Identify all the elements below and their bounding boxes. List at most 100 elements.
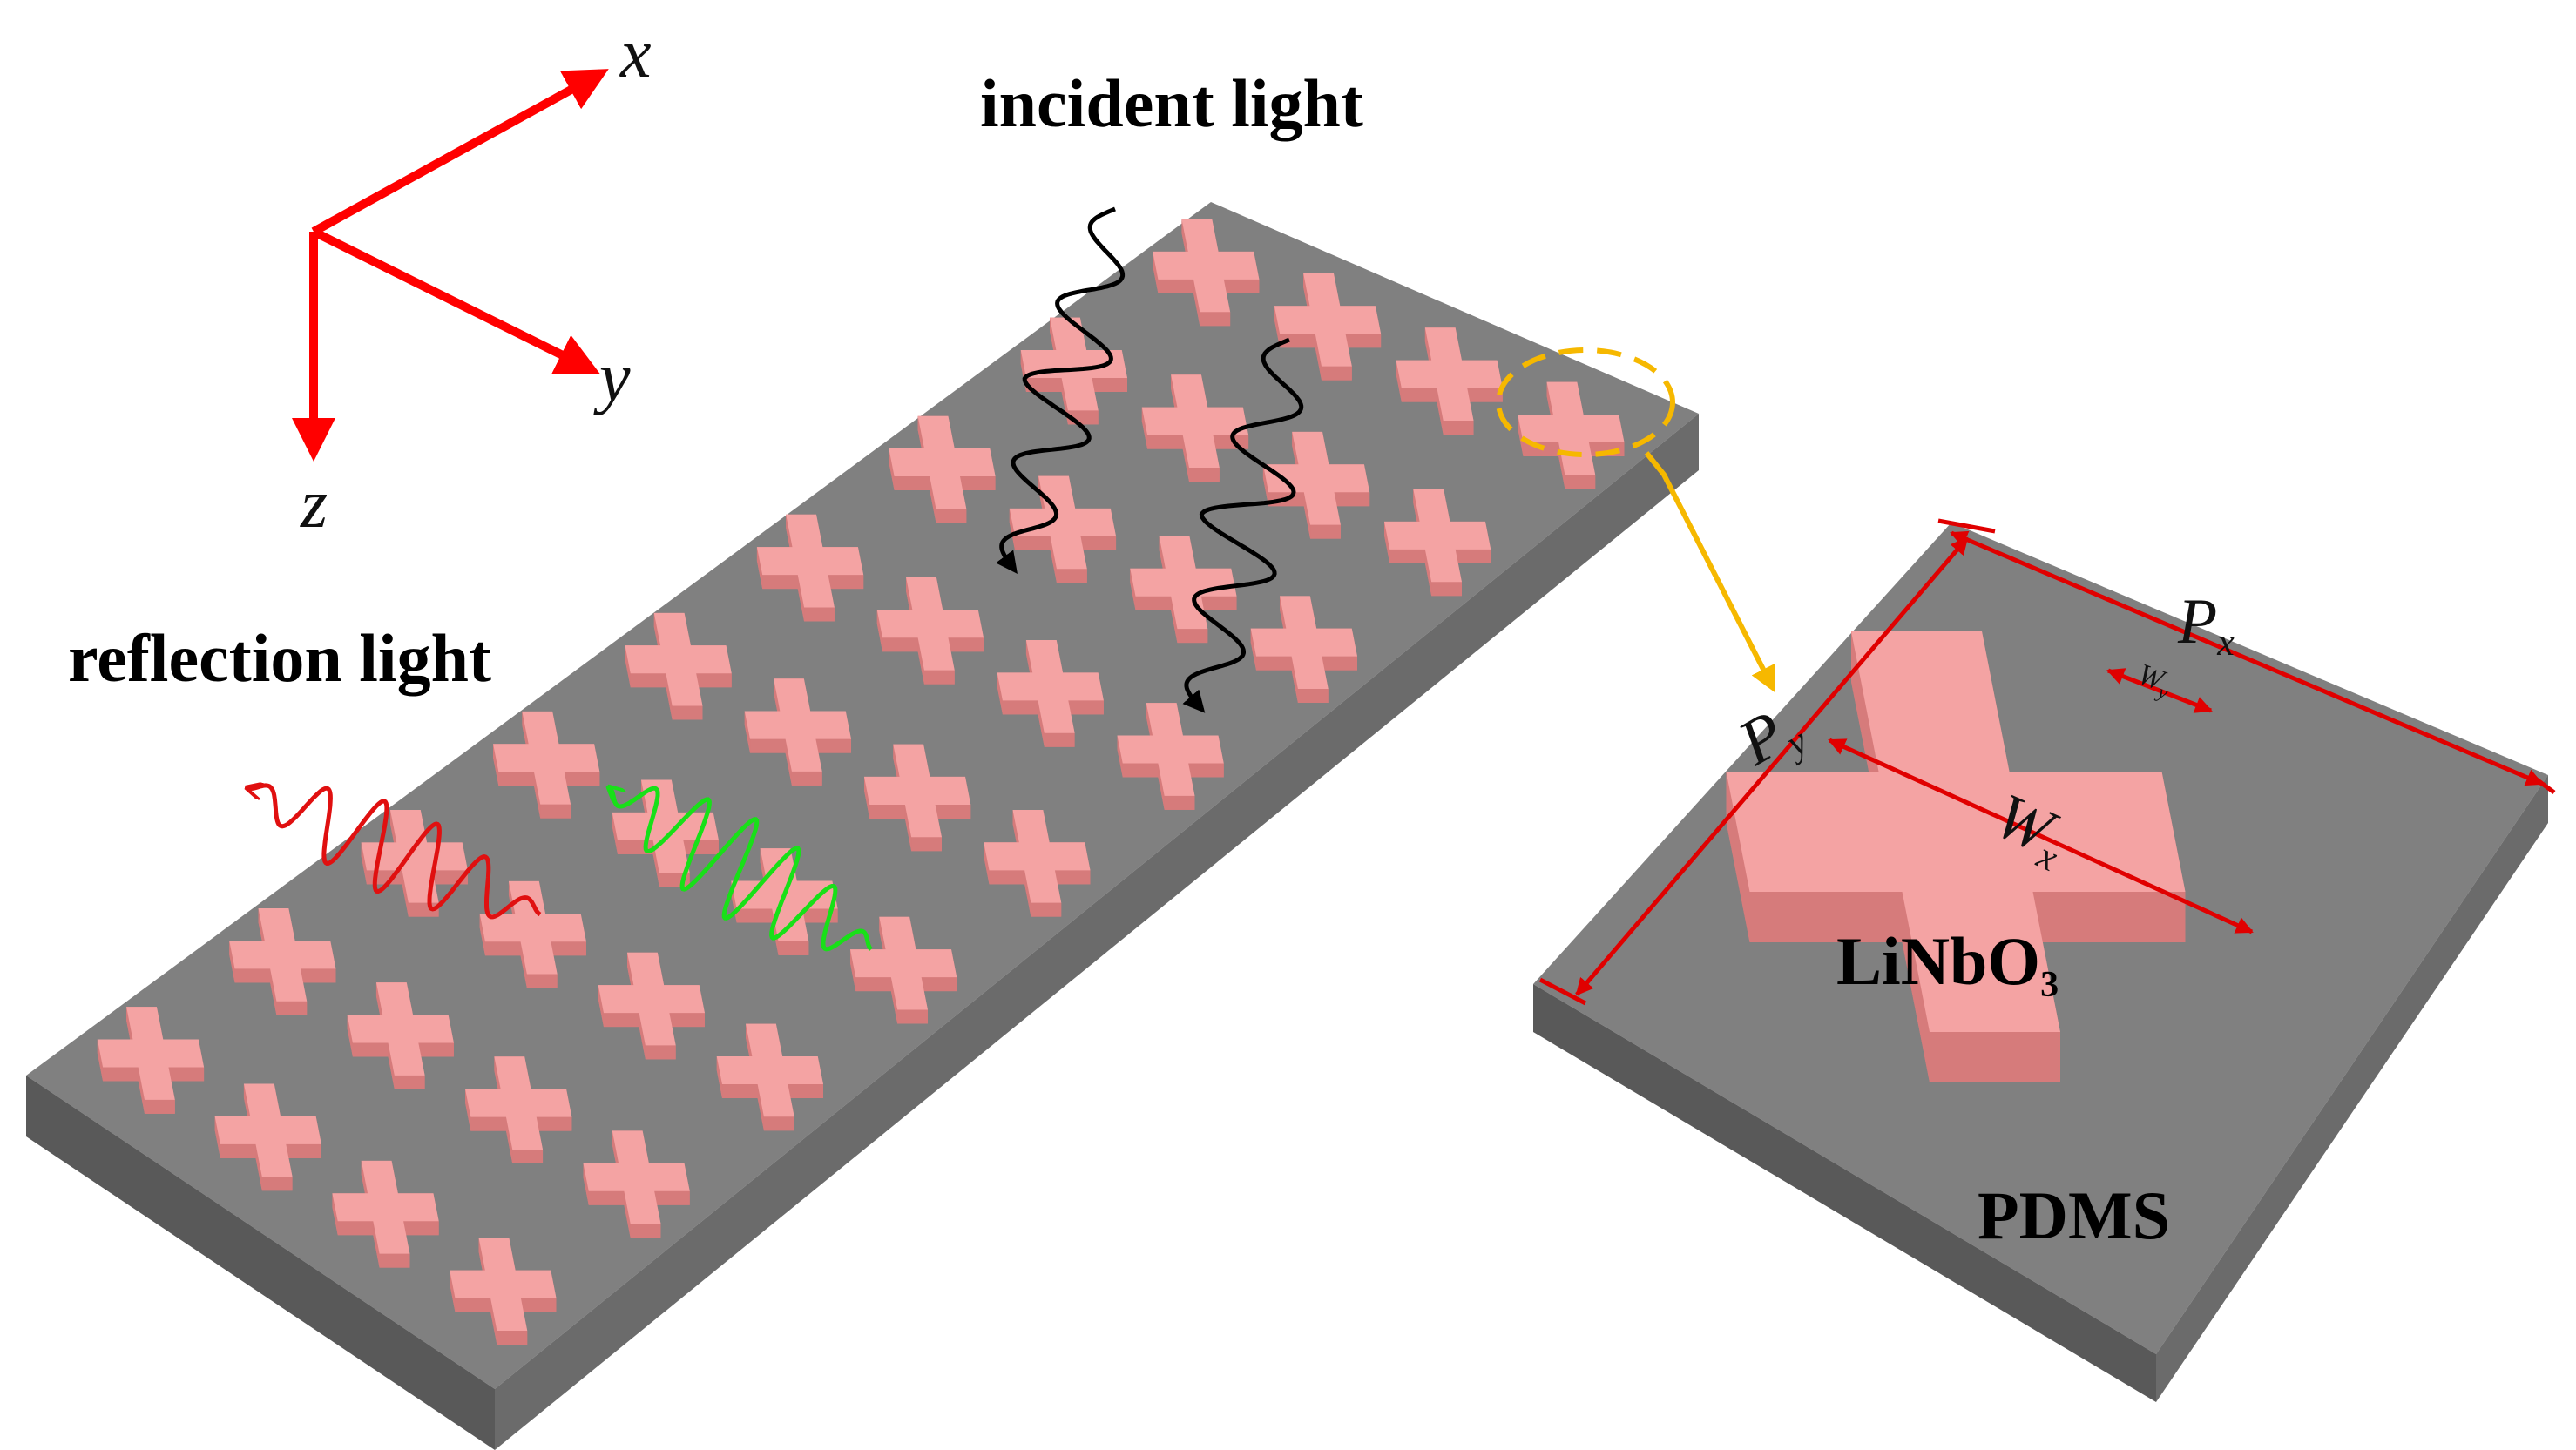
cross-unit-wall xyxy=(630,1224,661,1238)
cross-unit-top xyxy=(214,1083,321,1177)
cross-unit-top xyxy=(849,916,957,1010)
wy-dimension-line xyxy=(2106,668,2213,713)
cross-unit-wall xyxy=(804,607,835,622)
cross-unit xyxy=(1262,431,1370,539)
cross-unit-wall xyxy=(669,1013,705,1028)
cross-unit-top xyxy=(876,577,984,671)
cross-unit xyxy=(1274,273,1382,381)
reflection-wave-red xyxy=(248,786,542,920)
z-axis-label: z xyxy=(300,466,328,543)
cross-unit-top xyxy=(612,779,719,873)
cross-unit-wall xyxy=(1056,569,1087,583)
cross-unit-wall xyxy=(484,941,521,956)
cross-unit-wall xyxy=(1297,689,1329,704)
cross-unit xyxy=(1396,327,1503,435)
cross-unit-top xyxy=(1518,381,1625,475)
linbo3-sub: 3 xyxy=(2040,965,2059,1005)
cross-unit-wall xyxy=(261,1177,293,1191)
unit-cell: Px Py Wx Wy LiNbO3 PDMS xyxy=(1533,518,2556,1402)
cross-unit-wall xyxy=(936,509,967,523)
cross-unit-wall xyxy=(1303,492,1311,539)
reflection-light-label: reflection light xyxy=(68,620,491,696)
cross-unit xyxy=(465,1056,572,1164)
cross-unit-top xyxy=(1262,431,1370,525)
cross-unit-wall xyxy=(1256,656,1292,671)
cross-unit-wall xyxy=(921,977,957,992)
linbo3-label: LiNbO3 xyxy=(1836,923,2059,1005)
cross-unit-top xyxy=(997,640,1104,733)
cross-unit-wall xyxy=(788,1083,824,1098)
cross-unit-wall xyxy=(890,977,898,1024)
cross-unit xyxy=(984,809,1091,917)
cross-unit-wall xyxy=(630,673,666,688)
cross-unit-wall xyxy=(564,772,600,786)
cross-unit xyxy=(1141,374,1249,482)
cross-unit-wall xyxy=(763,1116,794,1131)
cross-unit-wall xyxy=(270,968,277,1015)
px-sub: x xyxy=(2216,621,2235,664)
reflection-waves xyxy=(248,786,873,952)
cross-unit-wall xyxy=(1280,334,1315,348)
cross-unit-wall xyxy=(815,738,852,753)
py-dimension-line xyxy=(1575,536,1969,996)
cross-unit-wall xyxy=(722,1083,758,1098)
cross-unit-wall xyxy=(911,837,942,852)
px-main: P xyxy=(2177,586,2217,658)
cross-unit-wall xyxy=(286,1143,321,1158)
cross-unit xyxy=(863,744,971,852)
cross-unit-top xyxy=(493,711,600,805)
cross-unit-wall xyxy=(1345,334,1382,348)
cross-unit-wall xyxy=(394,1075,425,1089)
cross-unit xyxy=(450,1238,557,1345)
cross-unit-wall xyxy=(757,1083,764,1131)
cross-unit-wall xyxy=(882,637,918,652)
cross-unit-wall xyxy=(1401,388,1437,402)
cross-unit-top xyxy=(625,612,732,706)
cross-unit-wall xyxy=(785,738,792,786)
cross-unit-wall xyxy=(1193,279,1200,327)
cross-unit xyxy=(849,916,957,1024)
cross-unit-wall xyxy=(1200,596,1237,610)
cross-unit-top xyxy=(465,1056,572,1150)
cross-unit-wall xyxy=(869,804,905,819)
cross-unit xyxy=(625,612,732,720)
cross-unit-top xyxy=(1117,703,1224,796)
cross-unit-top xyxy=(716,1023,824,1117)
cross-unit-wall xyxy=(1443,421,1474,435)
cross-unit-top xyxy=(347,982,454,1076)
cross-unit xyxy=(229,908,336,1015)
cross-unit xyxy=(1383,489,1491,597)
cross-unit-wall xyxy=(1015,536,1051,550)
cross-unit xyxy=(598,952,705,1060)
cross-unit-wall xyxy=(654,1190,690,1205)
cross-unit-wall xyxy=(540,804,571,819)
cross-unit-wall xyxy=(750,738,786,753)
cross-unit-wall xyxy=(1135,596,1172,610)
cross-unit-wall xyxy=(935,804,971,819)
cross-unit-wall xyxy=(373,1221,380,1268)
cross-unit-wall xyxy=(1389,549,1425,563)
cross-unit-top xyxy=(1130,536,1237,630)
cross-unit xyxy=(583,1130,690,1238)
cross-unit-wall xyxy=(337,1221,374,1236)
cross-unit-wall xyxy=(1322,656,1358,671)
cross-unit-wall xyxy=(1026,377,1062,392)
px-dimension-line xyxy=(1950,530,2544,786)
cross-unit-top xyxy=(1141,374,1249,468)
cross-unit-wall xyxy=(352,1042,389,1057)
cross-unit-top xyxy=(1274,273,1382,367)
cross-unit-wall xyxy=(526,974,558,988)
cross-unit-wall xyxy=(220,1143,256,1158)
cross-unit xyxy=(1009,475,1117,583)
cross-unit-top xyxy=(863,744,971,838)
cross-unit xyxy=(479,880,586,988)
cross-unit-wall xyxy=(1188,763,1224,778)
cross-unit-wall xyxy=(1310,524,1341,539)
cross-unit-wall xyxy=(1223,279,1260,293)
cross-unit-top xyxy=(1383,489,1491,583)
px-tick-right xyxy=(2529,772,2556,795)
cross-unit-wall xyxy=(904,804,912,852)
cross-unit-wall xyxy=(1158,279,1194,293)
cross-unit xyxy=(1153,219,1260,327)
